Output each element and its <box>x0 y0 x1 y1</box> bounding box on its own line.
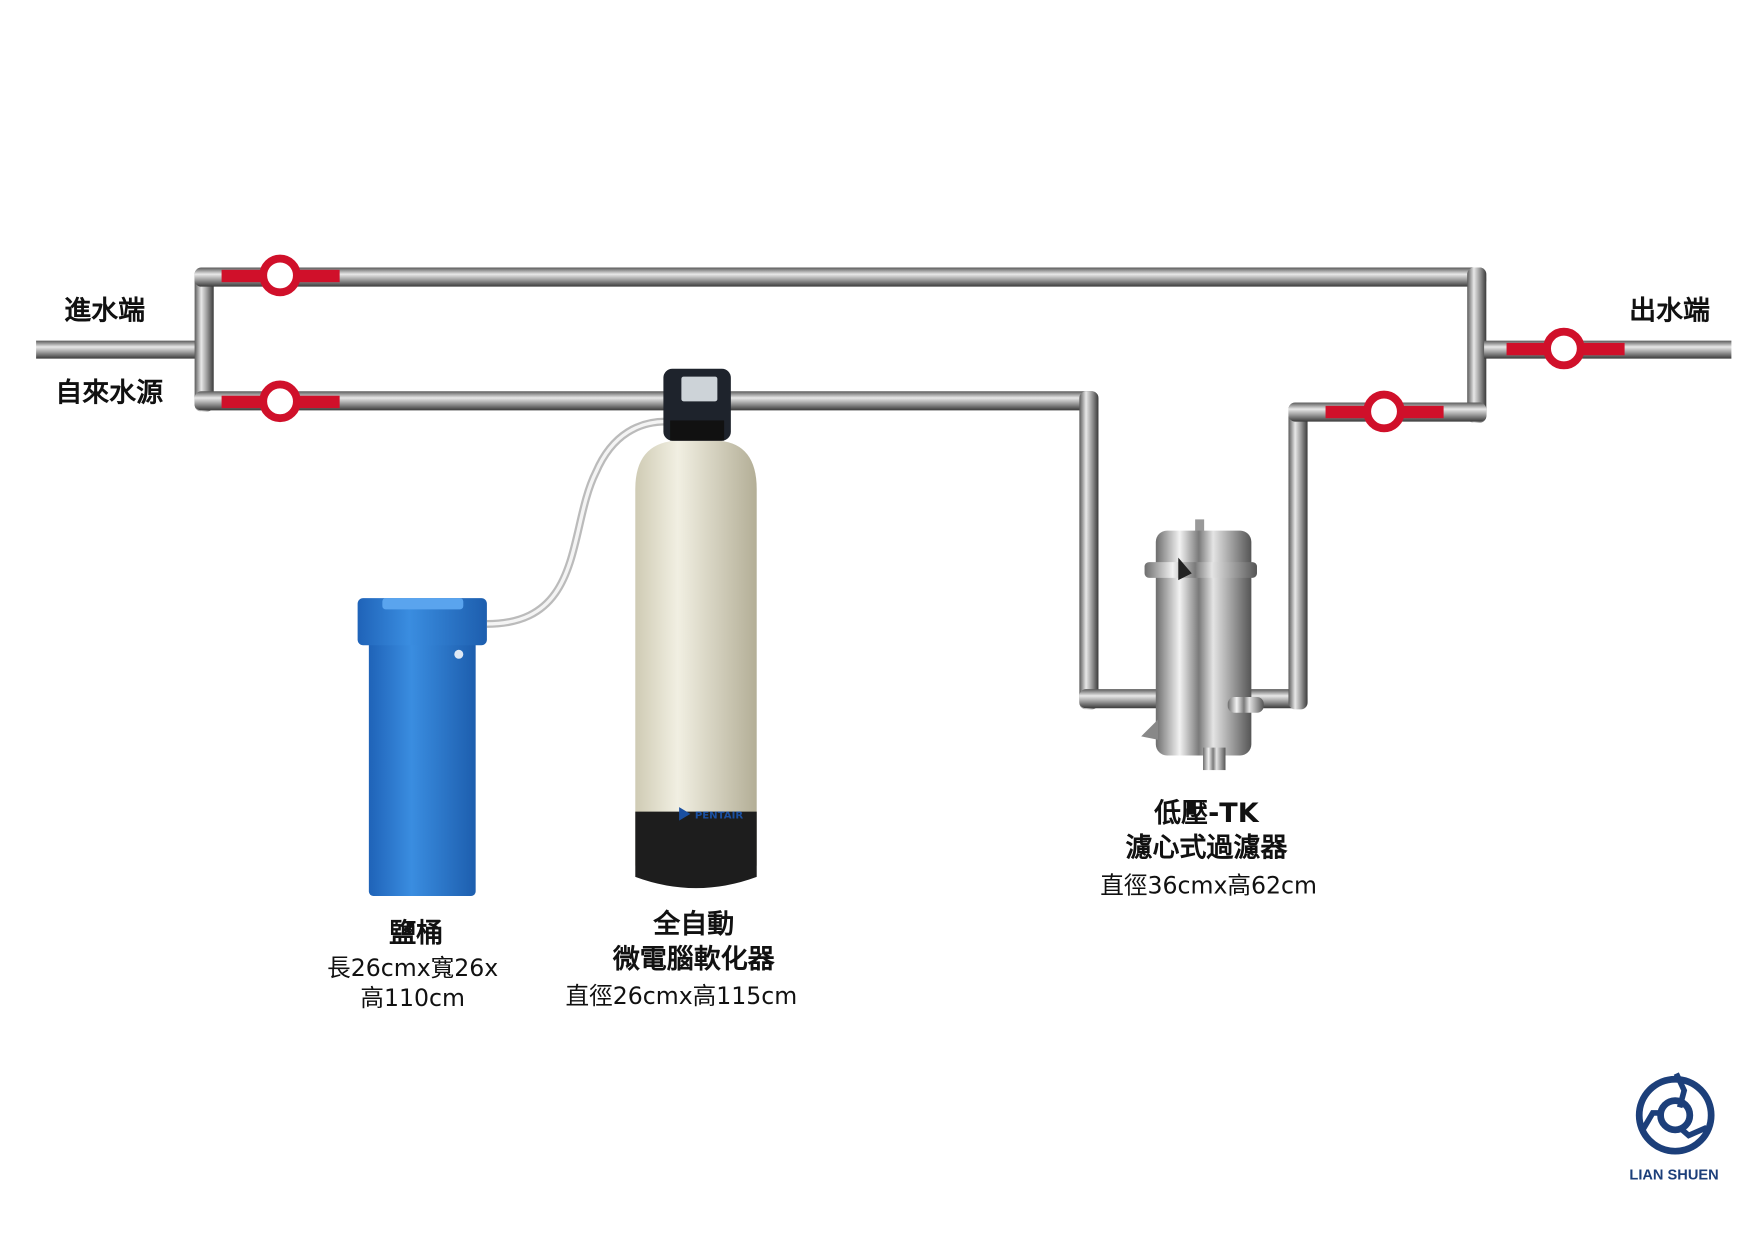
pipe-network <box>36 267 1732 710</box>
bypass-pipe <box>194 267 1487 287</box>
softener-name-1: 全自動 <box>652 908 734 940</box>
softener-size: 直徑26cmx高115cm <box>566 982 798 1010</box>
filter-name-1: 低壓-TK <box>1153 798 1260 829</box>
inlet-title: 進水端 <box>64 295 145 326</box>
lian-shuen-logo: LIAN SHUEN <box>1629 1072 1719 1183</box>
softener-name-2: 微電腦軟化器 <box>612 944 776 975</box>
brine-tank-size-2: 高110cm <box>360 984 465 1012</box>
valve-inlet[interactable] <box>221 380 340 423</box>
svg-text:LIAN SHUEN: LIAN SHUEN <box>1629 1167 1718 1183</box>
brine-tank <box>357 598 487 896</box>
brand-label: PENTAIR <box>695 810 743 821</box>
softener-tank: PENTAIR <box>635 368 757 889</box>
cartridge-filter <box>1141 519 1264 771</box>
right-riser-pipe <box>1467 267 1487 423</box>
up-pipe <box>1288 402 1308 710</box>
valve-bypass[interactable] <box>221 254 340 297</box>
inlet-source-label: 自來水源 <box>55 376 163 408</box>
filter-size: 直徑36cmx高62cm <box>1100 872 1317 900</box>
softener-line-pipe <box>194 391 1099 411</box>
left-riser-pipe <box>194 267 214 412</box>
control-display <box>681 376 718 402</box>
filter-name-2: 濾心式過濾器 <box>1125 833 1288 864</box>
valve-outlet[interactable] <box>1506 327 1625 370</box>
inlet-pipe <box>36 340 200 359</box>
brine-tank-name: 鹽桶 <box>389 918 443 949</box>
outlet-title: 出水端 <box>1629 295 1710 326</box>
down-pipe <box>1079 391 1099 710</box>
valve-filter-return[interactable] <box>1325 390 1444 433</box>
brine-tank-size-1: 長26cmx寬26x <box>327 954 498 982</box>
